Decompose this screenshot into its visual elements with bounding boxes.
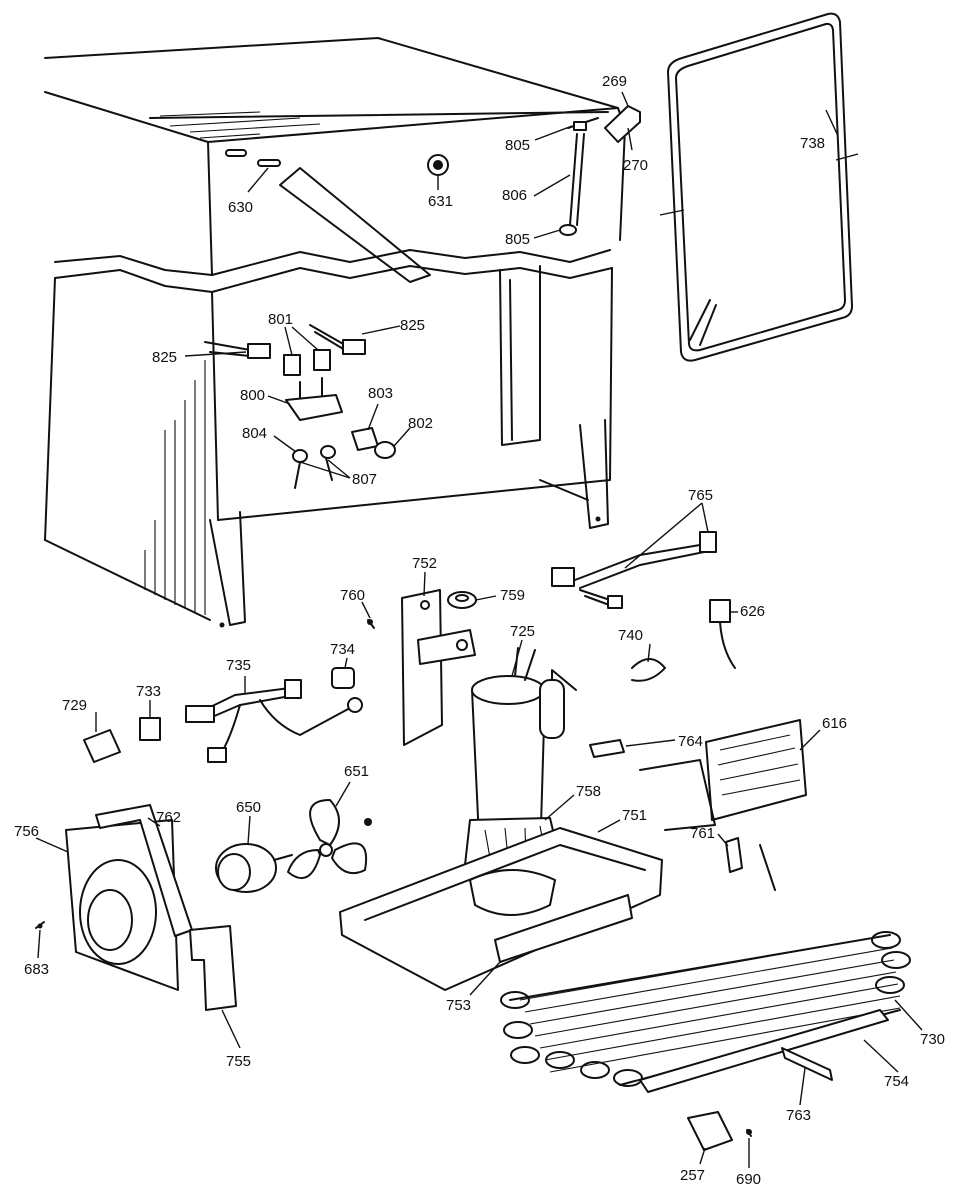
terminal-801-b xyxy=(313,349,331,371)
condenser-coil-730 xyxy=(500,844,911,1093)
hinge-pin-805-top xyxy=(573,121,587,131)
label-825-right: 825 xyxy=(400,317,425,334)
label-733: 733 xyxy=(136,683,161,700)
label-630: 630 xyxy=(228,199,253,216)
label-759: 759 xyxy=(500,587,525,604)
label-257: 257 xyxy=(680,1167,705,1184)
label-761: 761 xyxy=(690,825,715,842)
label-801: 801 xyxy=(268,311,293,328)
compressor-725 xyxy=(464,647,577,871)
label-807: 807 xyxy=(352,471,377,488)
label-764: 764 xyxy=(678,733,703,750)
label-626: 626 xyxy=(740,603,765,620)
clip-763 xyxy=(781,1047,833,1081)
fan-blade-651 xyxy=(287,799,372,880)
cabinet-shading xyxy=(144,360,206,615)
label-269: 269 xyxy=(602,73,627,90)
label-738: 738 xyxy=(800,135,825,152)
connector-735-a xyxy=(185,705,215,723)
bracket-754 xyxy=(639,1009,889,1093)
control-parts xyxy=(204,324,396,489)
label-690: 690 xyxy=(736,1171,761,1188)
label-753: 753 xyxy=(446,997,471,1014)
label-751: 751 xyxy=(622,807,647,824)
label-729: 729 xyxy=(62,697,87,714)
handle-slot xyxy=(225,149,247,157)
rail-753 xyxy=(494,894,633,963)
base-pan-751 xyxy=(339,827,663,991)
cabinet-lower-section xyxy=(44,265,613,628)
label-725: 725 xyxy=(510,623,535,640)
label-755: 755 xyxy=(226,1053,251,1070)
bracket-764 xyxy=(589,739,625,758)
label-756: 756 xyxy=(14,823,39,840)
label-650: 650 xyxy=(236,799,261,816)
relay-733 xyxy=(139,717,161,741)
part-labels: 269 270 738 630 631 805 806 805 801 825 … xyxy=(14,73,945,1188)
label-763: 763 xyxy=(786,1107,811,1124)
label-616: 616 xyxy=(822,715,847,732)
connector-825-left xyxy=(247,343,271,359)
label-631: 631 xyxy=(428,193,453,210)
label-765: 765 xyxy=(688,487,713,504)
label-800: 800 xyxy=(240,387,265,404)
label-740: 740 xyxy=(618,627,643,644)
label-651: 651 xyxy=(344,763,369,780)
mounting-bracket-752 xyxy=(401,589,476,746)
cabinet-top-section xyxy=(44,37,641,293)
fan-shroud-756 xyxy=(35,804,193,991)
label-734: 734 xyxy=(330,641,355,658)
gasket-762 xyxy=(95,804,193,937)
overload-734 xyxy=(331,667,355,689)
label-758: 758 xyxy=(576,783,601,800)
label-754: 754 xyxy=(884,1073,909,1090)
terminal-801-a xyxy=(283,354,301,376)
connector-765-left xyxy=(551,567,575,587)
capacitor-729 xyxy=(83,729,121,763)
label-760: 760 xyxy=(340,587,365,604)
label-803: 803 xyxy=(368,385,393,402)
leader-lines xyxy=(35,91,923,1168)
label-752: 752 xyxy=(412,555,437,572)
panel-755 xyxy=(189,925,237,1011)
connector-735-c xyxy=(207,747,227,763)
nameplate-630 xyxy=(257,159,281,167)
label-805-bottom: 805 xyxy=(505,231,530,248)
clip-740 xyxy=(631,658,666,682)
clip-761 xyxy=(725,837,743,873)
label-802: 802 xyxy=(408,415,433,432)
label-762: 762 xyxy=(156,809,181,826)
hinge-pin-805-bottom xyxy=(559,224,577,236)
drain-pan-616 xyxy=(639,719,807,831)
foot-257 xyxy=(687,1111,733,1151)
bracket-803 xyxy=(351,427,379,451)
fan-motor-650 xyxy=(215,843,293,893)
relay-626 xyxy=(709,599,731,623)
nut-807 xyxy=(320,445,336,459)
connector-825-right xyxy=(342,339,366,355)
connector-765-right xyxy=(699,531,717,553)
label-270: 270 xyxy=(623,157,648,174)
label-805-top: 805 xyxy=(505,137,530,154)
label-804: 804 xyxy=(242,425,267,442)
label-730: 730 xyxy=(920,1031,945,1048)
label-806: 806 xyxy=(502,187,527,204)
clip-802 xyxy=(374,441,396,459)
door-gasket-738 xyxy=(659,12,859,362)
switch-800 xyxy=(285,394,343,421)
handle-269 xyxy=(604,105,641,143)
label-735: 735 xyxy=(226,657,251,674)
connector-735-b xyxy=(284,679,302,699)
wiring-and-electricals xyxy=(83,531,736,763)
label-825-left: 825 xyxy=(152,349,177,366)
label-683: 683 xyxy=(24,961,49,978)
